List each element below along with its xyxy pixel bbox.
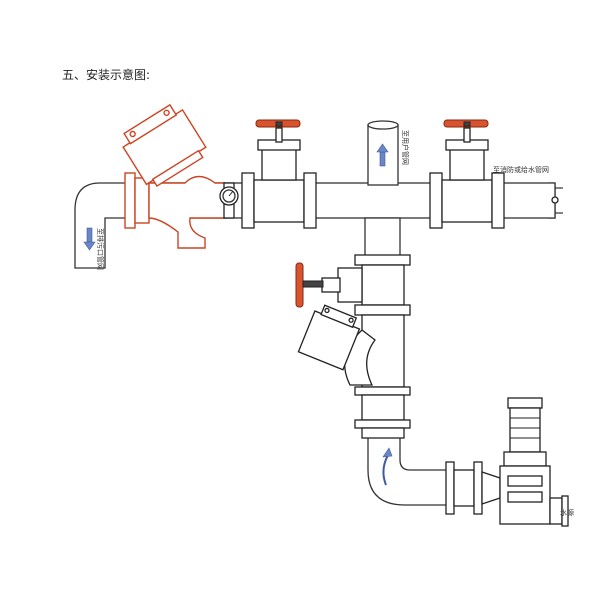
middle-gate-valve — [295, 254, 411, 316]
bottom-inlet-valve — [445, 461, 501, 515]
flow-arrow-curve — [382, 447, 393, 486]
label-water-source: 水源 — [560, 508, 574, 517]
flow-arrow-up-top — [376, 143, 389, 167]
water-pump — [499, 397, 569, 527]
middle-y-strainer — [297, 304, 411, 396]
label-to-drain: 至排污口管网 — [96, 228, 105, 270]
left-gate-valve — [241, 119, 317, 229]
end-tap-icon — [551, 187, 563, 214]
page-heading: 五、安装示意图: — [62, 68, 151, 82]
label-to-user: 至用户管网 — [401, 130, 410, 165]
right-gate-valve — [429, 119, 505, 229]
y-strainer-valve — [122, 103, 226, 249]
flow-arrow-down-left — [83, 227, 96, 251]
lower-flange-segment — [354, 394, 411, 439]
label-to-water-system: 至消防或给水管网 — [493, 165, 549, 174]
pressure-gauge-icon — [219, 182, 239, 219]
